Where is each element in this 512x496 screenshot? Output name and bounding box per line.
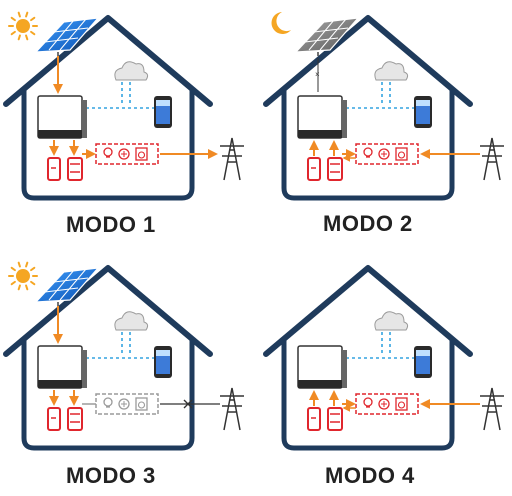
grid-tower-icon <box>220 387 244 431</box>
battery-icon <box>47 407 83 431</box>
loads-box <box>95 143 159 165</box>
sun-icon <box>8 261 38 291</box>
cloud-link-line <box>121 332 131 354</box>
grid-tower-icon <box>480 137 504 181</box>
phone-monitor-icon <box>414 96 432 128</box>
mode-3-caption: MODO 3 <box>66 463 156 488</box>
mode3-scene <box>3 261 244 451</box>
house-roof <box>3 265 213 357</box>
cloud-link-line <box>381 82 391 104</box>
house-walls <box>281 340 455 451</box>
moon-icon <box>271 12 291 34</box>
loads-box <box>95 393 159 415</box>
inverter-icon <box>37 345 87 389</box>
loads-box <box>355 143 419 165</box>
house-walls <box>281 90 455 201</box>
house-roof <box>3 15 213 107</box>
bulb-icon <box>363 397 373 407</box>
grid-disconnect-mark <box>183 399 193 409</box>
house-walls <box>21 90 195 201</box>
mode-4-caption: MODO 4 <box>325 463 415 488</box>
inverter-icon <box>37 95 87 139</box>
bulb-icon <box>363 147 373 157</box>
inverter-icon <box>297 95 347 139</box>
phone-monitor-icon <box>414 346 432 378</box>
solar-panel-icon <box>34 267 100 306</box>
fan-icon <box>378 148 390 160</box>
fan-icon <box>118 148 130 160</box>
house-roof <box>263 265 473 357</box>
battery-icon <box>307 407 343 431</box>
solar-panel-icon <box>294 17 360 56</box>
washer-icon <box>395 397 408 411</box>
cloud-icon <box>114 311 149 331</box>
mode2-scene: × <box>263 12 504 201</box>
grid-tower-icon <box>220 137 244 181</box>
cloud-icon <box>114 61 149 81</box>
battery-icon <box>307 157 343 181</box>
battery-icon <box>47 157 83 181</box>
washer-icon <box>135 147 148 161</box>
panel-off-mark: × <box>315 70 320 79</box>
cloud-link-line <box>381 332 391 354</box>
washer-icon <box>135 397 148 411</box>
bulb-icon <box>103 147 113 157</box>
washer-icon <box>395 147 408 161</box>
fan-icon <box>378 398 390 410</box>
house-walls <box>21 340 195 451</box>
cloud-link-line <box>121 82 131 104</box>
solar-panel-icon <box>34 17 100 56</box>
house-roof <box>263 15 473 107</box>
mode1-scene <box>3 11 244 201</box>
fan-icon <box>118 398 130 410</box>
phone-monitor-icon <box>154 346 172 378</box>
phone-monitor-icon <box>154 96 172 128</box>
sun-icon <box>8 11 38 41</box>
mode-1-caption: MODO 1 <box>66 212 156 237</box>
inverter-icon <box>297 345 347 389</box>
loads-box <box>355 393 419 415</box>
mode4-scene <box>263 265 504 451</box>
cloud-icon <box>374 311 409 331</box>
grid-tower-icon <box>480 387 504 431</box>
bulb-icon <box>103 397 113 407</box>
cloud-icon <box>374 61 409 81</box>
mode-2-caption: MODO 2 <box>323 211 413 236</box>
